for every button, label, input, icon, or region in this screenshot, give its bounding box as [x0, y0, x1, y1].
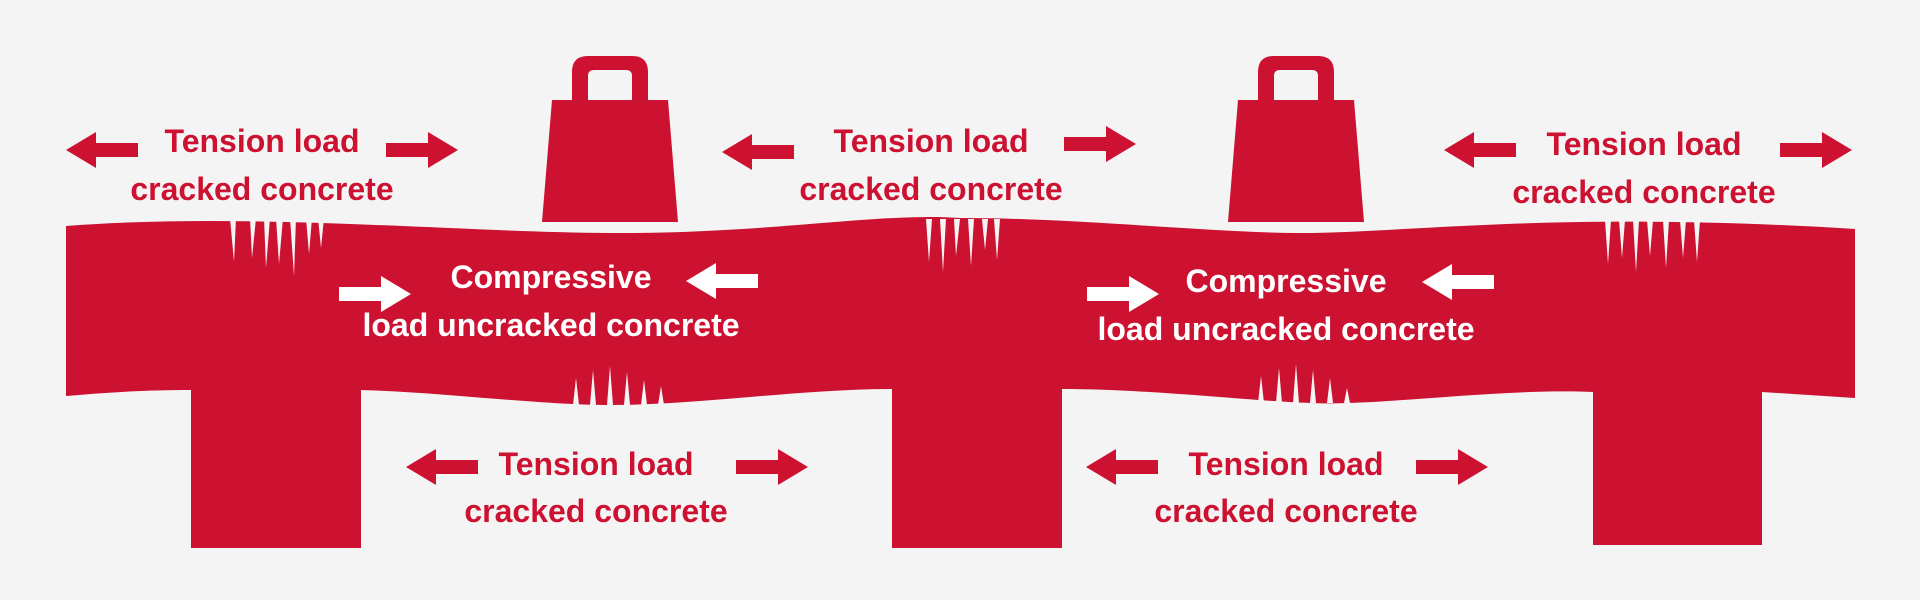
label-tension-top-1-line1: Tension load — [165, 123, 360, 159]
crack-mark — [658, 386, 664, 405]
arrow-left-icon — [406, 449, 478, 485]
label-tension-top-2-line1: Tension load — [834, 123, 1029, 159]
label-tension-bottom-1-line2: cracked concrete — [464, 493, 727, 529]
arrow-right-icon — [736, 449, 808, 485]
crack-mark — [590, 370, 596, 405]
weight-icon — [542, 56, 678, 222]
label-tension-top-1-line2: cracked concrete — [130, 171, 393, 207]
label-tension-top-3-line2: cracked concrete — [1512, 174, 1775, 210]
crack-mark — [306, 218, 312, 254]
crack-mark — [1327, 378, 1333, 403]
crack-marks — [230, 218, 1700, 405]
crack-mark — [1633, 220, 1639, 272]
crack-mark — [250, 218, 256, 258]
crack-mark — [1258, 376, 1264, 403]
label-tension-bottom-2-line2: cracked concrete — [1154, 493, 1417, 529]
crack-mark — [982, 219, 988, 250]
crack-mark — [276, 218, 283, 264]
crack-mark — [1680, 220, 1686, 258]
crack-mark — [1310, 370, 1316, 403]
crack-mark — [940, 219, 946, 272]
arrow-left-icon — [1444, 132, 1516, 168]
weight-icon — [1228, 56, 1364, 222]
crack-mark — [1647, 220, 1653, 256]
crack-mark — [318, 218, 324, 248]
arrow-left-icon — [1086, 449, 1158, 485]
label-compressive-2-line2: load uncracked concrete — [1097, 311, 1474, 347]
arrow-left-icon — [722, 134, 794, 170]
arrow-right-icon — [1780, 132, 1852, 168]
crack-mark — [290, 218, 296, 276]
crack-mark — [1619, 220, 1625, 258]
crack-mark — [1694, 220, 1700, 262]
crack-mark — [1293, 364, 1299, 403]
crack-mark — [994, 219, 1000, 260]
label-compressive-1-line2: load uncracked concrete — [362, 307, 739, 343]
crack-mark — [926, 219, 932, 262]
arrow-right-icon — [386, 132, 458, 168]
label-tension-bottom-1-line1: Tension load — [499, 446, 694, 482]
label-tension-bottom-2-line1: Tension load — [1189, 446, 1384, 482]
crack-mark — [264, 218, 270, 268]
crack-mark — [1605, 220, 1611, 264]
arrow-right-icon — [1416, 449, 1488, 485]
crack-mark — [624, 372, 630, 405]
label-tension-top-2-line2: cracked concrete — [799, 171, 1062, 207]
crack-mark — [954, 219, 960, 256]
label-compressive-1-line1: Compressive — [451, 259, 652, 295]
label-compressive-2-line1: Compressive — [1186, 263, 1387, 299]
crack-mark — [641, 380, 647, 405]
crack-mark — [573, 378, 579, 405]
arrow-left-icon — [66, 132, 138, 168]
crack-mark — [1276, 368, 1282, 403]
crack-mark — [1344, 388, 1350, 403]
crack-mark — [1663, 220, 1669, 268]
concrete-beam — [66, 216, 1855, 548]
crack-mark — [968, 219, 974, 266]
arrow-right-icon — [1064, 126, 1136, 162]
label-tension-top-3-line1: Tension load — [1547, 126, 1742, 162]
crack-mark — [230, 218, 236, 262]
crack-mark — [607, 366, 613, 405]
